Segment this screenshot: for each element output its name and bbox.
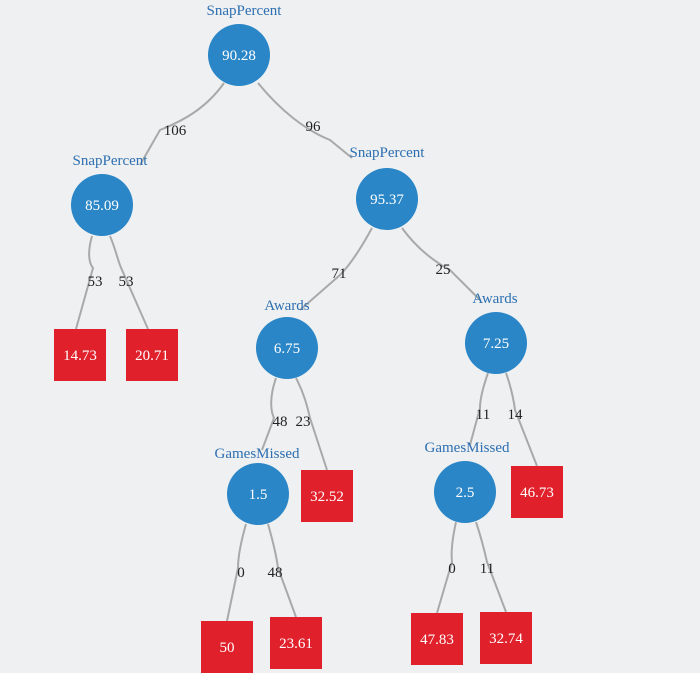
edge-count-label: 48 [268, 565, 283, 581]
leaf-prediction-value: 47.83 [420, 632, 454, 648]
tree-edge [267, 523, 297, 618]
edge-count-label: 106 [164, 123, 187, 139]
edge-count-label: 11 [480, 561, 494, 577]
split-threshold-value: 90.28 [222, 48, 256, 64]
split-node-circle [356, 168, 418, 230]
leaf-node-box [54, 329, 106, 381]
leaf-prediction-value: 46.73 [520, 485, 554, 501]
leaf-node-box [480, 612, 532, 664]
leaf-node-box [301, 470, 353, 522]
edge-count-label: 14 [508, 407, 524, 423]
split-node-circle [71, 174, 133, 236]
tree-edge [295, 377, 328, 471]
tree-edge [261, 377, 277, 451]
split-feature-label: SnapPercent [350, 145, 426, 161]
split-feature-label: GamesMissed [425, 440, 510, 456]
split-feature-label: SnapPercent [73, 153, 149, 169]
tree-edge [475, 521, 507, 613]
tree-edge [505, 372, 538, 467]
edge-count-label: 53 [88, 274, 103, 290]
split-threshold-value: 2.5 [456, 485, 475, 501]
leaf-node-box [126, 329, 178, 381]
tree-edge [299, 227, 373, 311]
leaf-prediction-value: 32.74 [489, 631, 523, 647]
edge-count-label: 25 [436, 262, 451, 278]
split-feature-label: Awards [264, 298, 309, 314]
tree-edge [401, 227, 481, 301]
tree-edge [257, 82, 353, 159]
leaf-node-box [511, 466, 563, 518]
split-node-circle [434, 461, 496, 523]
leaf-prediction-value: 20.71 [135, 348, 169, 364]
tree-edge [139, 82, 225, 166]
edge-count-label: 0 [237, 565, 245, 581]
tree-edge [75, 235, 95, 330]
split-threshold-value: 1.5 [249, 487, 268, 503]
leaf-prediction-value: 50 [220, 640, 235, 656]
leaf-prediction-value: 14.73 [63, 348, 97, 364]
split-threshold-value: 6.75 [274, 341, 300, 357]
tree-edge [436, 521, 457, 614]
split-threshold-value: 95.37 [370, 192, 404, 208]
split-feature-label: Awards [472, 291, 517, 307]
edge-count-label: 53 [119, 274, 134, 290]
edge-count-label: 48 [273, 414, 288, 430]
leaf-prediction-value: 32.52 [310, 489, 344, 505]
edge-count-label: 71 [332, 266, 347, 282]
split-node-circle [208, 24, 270, 86]
split-node-circle [465, 312, 527, 374]
tree-edge [226, 523, 247, 622]
split-threshold-value: 7.25 [483, 336, 509, 352]
leaf-node-box [201, 621, 253, 673]
split-node-circle [227, 463, 289, 525]
split-feature-label: GamesMissed [215, 446, 300, 462]
tree-edge [469, 372, 489, 446]
split-node-circle [256, 317, 318, 379]
leaf-node-box [270, 617, 322, 669]
edge-count-label: 23 [296, 414, 311, 430]
edge-count-label: 11 [476, 407, 490, 423]
split-feature-label: SnapPercent [207, 3, 283, 19]
leaf-prediction-value: 23.61 [279, 636, 313, 652]
tree-edge [109, 235, 149, 330]
edge-count-label: 0 [448, 561, 456, 577]
split-threshold-value: 85.09 [85, 198, 119, 214]
leaf-node-box [411, 613, 463, 665]
edge-count-label: 96 [306, 119, 322, 135]
